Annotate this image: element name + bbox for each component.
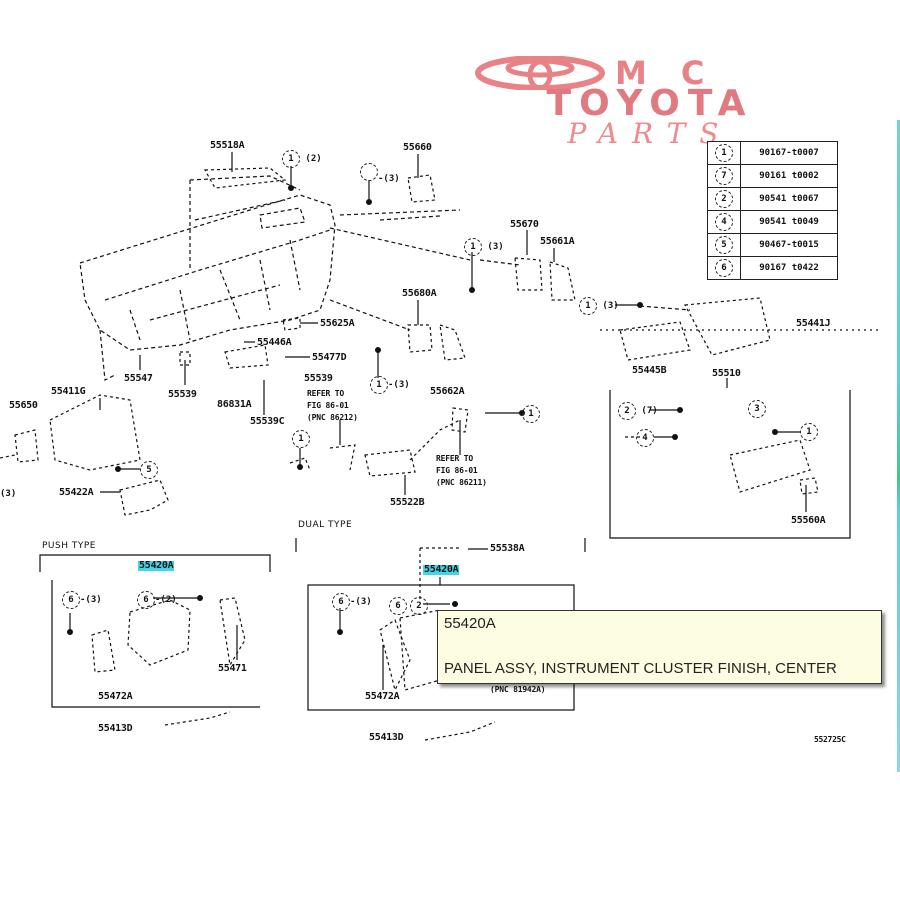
part-label-55661A[interactable]: 55661A <box>540 236 575 247</box>
part-label-55420A-dual-highlighted[interactable]: 55420A <box>423 564 460 575</box>
screw-icon <box>452 601 458 607</box>
part-label-55518A[interactable]: 55518A <box>210 140 245 151</box>
tooltip-part-number: 55420A <box>444 615 496 632</box>
callout-2-qty-7: 2 (7) <box>618 402 658 420</box>
callout-2-dual: 2 <box>410 597 428 615</box>
part-label-55422A[interactable]: 55422A <box>59 487 94 498</box>
part-label-55472A-dual[interactable]: 55472A <box>365 691 400 702</box>
callout-qty-3: -(3) <box>360 163 400 187</box>
part-label-55650[interactable]: 55650 <box>9 400 38 411</box>
callout-number: 1 <box>715 144 733 162</box>
callout-number: 6 <box>715 259 733 277</box>
screw-icon <box>672 434 678 440</box>
callout-6-dual: 6 <box>389 597 407 615</box>
legend-row: 6 90167 t0422 <box>707 256 838 280</box>
callout-1-qty-2: 1 (2) <box>282 150 322 168</box>
legend-row: 4 90541 t0049 <box>707 210 838 234</box>
instrument-panel-drawing <box>79 175 336 381</box>
screw-icon <box>366 199 372 205</box>
screw-icon <box>197 595 203 601</box>
callout-6-qty-3-dual: 6-(3) <box>332 593 372 611</box>
part-tooltip: 55420A PANEL ASSY, INSTRUMENT CLUSTER FI… <box>437 610 882 684</box>
part-label-55477D[interactable]: 55477D <box>312 352 347 363</box>
part-label-55539-b[interactable]: 55539 <box>304 373 333 384</box>
part-label-55539[interactable]: 55539 <box>168 389 197 400</box>
callout-1-lower: 1 <box>522 405 540 423</box>
callout-number: 7 <box>715 167 733 185</box>
part-label-55510[interactable]: 55510 <box>712 368 741 379</box>
callout-1-qty-3-top: 1 (3) <box>464 238 504 256</box>
callout-4: 4 <box>636 429 654 447</box>
push-type-section-label: PUSH TYPE <box>42 541 96 551</box>
watermark-mc: MC <box>615 54 739 92</box>
part-label-55662A[interactable]: 55662A <box>430 386 465 397</box>
part-label-55660[interactable]: 55660 <box>403 142 432 153</box>
part-label-55539C[interactable]: 55539C <box>250 416 285 427</box>
callout-left-edge-qty-3: (3) <box>0 489 17 499</box>
screw-icon <box>469 287 475 293</box>
legend-part-number[interactable]: 90541 t0067 <box>740 187 838 211</box>
screw-icon <box>772 429 778 435</box>
dual-type-section-label: DUAL TYPE <box>298 520 353 530</box>
callout-3: 3 <box>748 400 766 418</box>
screw-icon <box>375 347 381 353</box>
callout-1-left: 1 <box>292 430 310 448</box>
screw-icon <box>337 629 343 635</box>
callout-1-glovebox: 1 <box>800 423 818 441</box>
figure-code: 552725C <box>814 735 846 744</box>
part-label-55413D-dual[interactable]: 55413D <box>369 732 404 743</box>
part-label-55446A[interactable]: 55446A <box>257 337 292 348</box>
part-label-55471[interactable]: 55471 <box>218 663 247 674</box>
clip-icon <box>288 185 294 191</box>
callout-number: 2 <box>715 190 733 208</box>
refer-note-86211[interactable]: REFER TO FIG 86-01 (PNC 86211) <box>436 454 487 487</box>
screw-icon <box>637 302 643 308</box>
callout-6-qty-2-push: 6-(2) <box>137 591 177 609</box>
part-label-55411G[interactable]: 55411G <box>51 386 86 397</box>
part-label-55547[interactable]: 55547 <box>124 373 153 384</box>
tooltip-description: PANEL ASSY, INSTRUMENT CLUSTER FINISH, C… <box>444 660 837 677</box>
part-label-55560A[interactable]: 55560A <box>791 515 826 526</box>
part-label-55441J[interactable]: 55441J <box>796 318 831 329</box>
part-label-55420A-push-highlighted[interactable]: 55420A <box>138 560 175 571</box>
screw-icon <box>677 407 683 413</box>
vent-55660-drawing <box>407 174 436 203</box>
part-label-55413D-push[interactable]: 55413D <box>98 723 133 734</box>
callout-1-qty-3-right: 1 (3) <box>579 297 619 315</box>
part-label-55445B[interactable]: 55445B <box>632 365 667 376</box>
part-label-55472A-push[interactable]: 55472A <box>98 691 133 702</box>
part-label-86831A[interactable]: 86831A <box>217 399 252 410</box>
callout-1-qty-3-mid: 1-(3) <box>370 376 410 394</box>
callout-number: 4 <box>715 213 733 231</box>
legend-part-number[interactable]: 90541 t0049 <box>740 210 838 234</box>
toyota-emblem-icon <box>475 56 605 90</box>
screw-icon <box>67 629 73 635</box>
legend-part-number[interactable]: 90167 t0422 <box>740 256 838 280</box>
screw-icon <box>297 464 303 470</box>
legend-row: 2 90541 t0067 <box>707 187 838 211</box>
callout-5: 5 <box>140 461 158 479</box>
watermark-toyota: TOYOTA <box>546 83 754 124</box>
part-label-55670[interactable]: 55670 <box>510 219 539 230</box>
part-label-55680A[interactable]: 55680A <box>402 288 437 299</box>
part-label-55538A[interactable]: 55538A <box>490 543 525 554</box>
part-label-55625A[interactable]: 55625A <box>320 318 355 329</box>
watermark-parts: PARTS <box>567 117 733 150</box>
refer-note-86212[interactable]: REFER TO FIG 86-01 (PNC 86212) <box>307 389 358 422</box>
omc-toyota-parts-watermark: MC TOYOTA PARTS <box>470 56 830 148</box>
part-label-55522B[interactable]: 55522B <box>390 497 425 508</box>
callout-number: 5 <box>715 236 733 254</box>
refer-note-81942A[interactable]: (PNC 81942A) <box>490 685 546 694</box>
callout-6-qty-3-push: 6-(3) <box>62 591 102 609</box>
clip-icon <box>115 466 121 472</box>
window-edge-strip <box>897 120 900 772</box>
